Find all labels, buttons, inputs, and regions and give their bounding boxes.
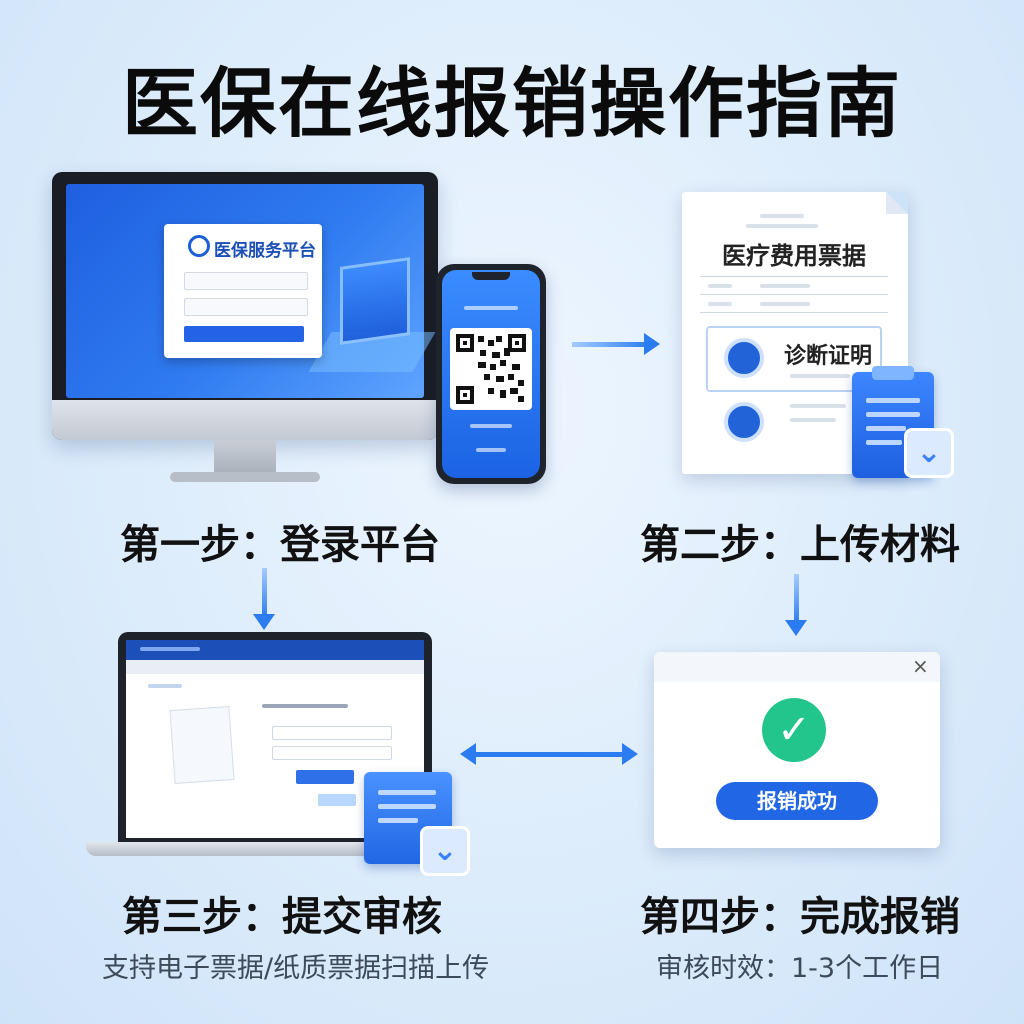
clipboard-line [866, 426, 906, 431]
login-icon [188, 235, 210, 257]
document-line [746, 224, 818, 228]
document-line [760, 302, 810, 306]
phone-text-line [464, 306, 518, 310]
certificate-label: 诊断证明 [784, 344, 873, 369]
document-fold [886, 192, 908, 214]
step-4-note: 审核时效：1-3个工作日 [656, 953, 944, 984]
phone-notch [472, 272, 510, 280]
reimbursement-success-button[interactable]: 报销成功 [716, 782, 878, 820]
qr-code-icon[interactable] [450, 328, 532, 410]
phone-text-line [476, 448, 506, 452]
table-row-line [700, 312, 888, 313]
phone-text-line [470, 424, 512, 428]
uploaded-document [169, 705, 235, 785]
submit-button[interactable] [296, 770, 354, 784]
tab-line [148, 684, 182, 688]
checkmark-icon: ⌄ [420, 826, 470, 876]
app-subheader [126, 660, 424, 674]
clipboard-line [866, 412, 920, 417]
step-3-label: 第三步：提交审核 [122, 894, 442, 940]
page-title: 医保在线报销操作指南 [122, 59, 902, 148]
form-field[interactable] [272, 746, 392, 760]
person-icon [724, 338, 764, 378]
header-text-line [140, 647, 200, 651]
step-2-label: 第二步：上传材料 [640, 522, 960, 568]
success-check-icon: ✓ [762, 698, 826, 762]
monitor-chin [52, 400, 438, 440]
clipboard-clip [872, 366, 914, 380]
laptop-base [86, 842, 450, 856]
document-line [760, 284, 810, 288]
form-title-line [262, 704, 348, 708]
step-4-label: 第四步：完成报销 [640, 894, 960, 940]
arrow-down [253, 568, 275, 630]
clipboard-line [866, 440, 902, 445]
document-title: 医疗费用票据 [722, 242, 866, 270]
password-field[interactable] [184, 298, 308, 316]
stack-line [378, 818, 418, 823]
arrow-right [572, 333, 660, 355]
app-header-bar [126, 640, 424, 660]
clipboard-line [866, 398, 920, 403]
document-line [760, 214, 804, 218]
table-row-line [700, 294, 888, 295]
monitor-stand [214, 440, 276, 474]
login-button[interactable] [184, 326, 304, 342]
document-line [790, 404, 846, 408]
certificate-section [706, 326, 882, 392]
close-icon[interactable]: × [912, 654, 929, 678]
document-line [708, 302, 732, 306]
secondary-button[interactable] [318, 794, 356, 806]
stack-line [378, 804, 436, 809]
checkmark-icon: ⌄ [904, 428, 954, 478]
platform-brand: 医保服务平台 [214, 241, 316, 261]
dialog-titlebar [654, 652, 940, 682]
doctor-icon [724, 402, 764, 442]
step-3-note: 支持电子票据/纸质票据扫描上传 [102, 953, 490, 984]
screen-decoration-tile [340, 257, 410, 345]
stack-line [378, 790, 436, 795]
document-line [790, 418, 836, 422]
username-field[interactable] [184, 272, 308, 290]
document-line [790, 374, 850, 378]
step-1-label: 第一步：登录平台 [120, 522, 440, 568]
form-field[interactable] [272, 726, 392, 740]
document-line [708, 284, 732, 288]
table-row-line [700, 276, 888, 277]
arrow-bidirectional [460, 743, 638, 765]
arrow-down [785, 574, 807, 636]
monitor-base [170, 472, 320, 482]
